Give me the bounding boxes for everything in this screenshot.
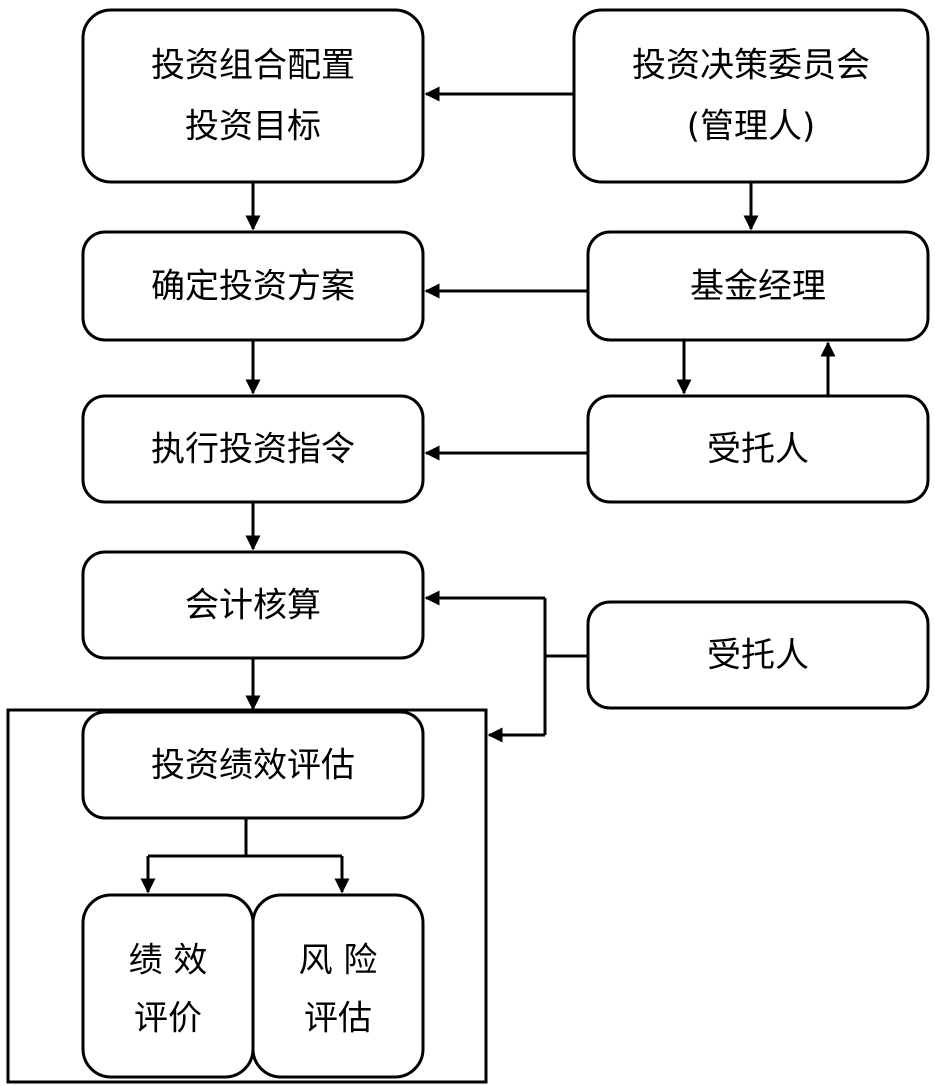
execute-instruction-label: 执行投资指令 bbox=[151, 430, 355, 470]
accounting-box: 会计核算 bbox=[81, 550, 425, 660]
accounting-label: 会计核算 bbox=[185, 586, 321, 626]
execute-instruction-box: 执行投资指令 bbox=[81, 394, 425, 504]
manager-label: (管理人) bbox=[687, 107, 816, 147]
investment-committee-label: 投资决策委员会 bbox=[632, 46, 870, 86]
performance-review-box: 绩 效 评价 bbox=[81, 893, 255, 1079]
trustee-box-2: 受托人 bbox=[586, 600, 930, 710]
investment-plan-label: 确定投资方案 bbox=[151, 267, 355, 307]
risk-assessment-box: 风 险 评估 bbox=[251, 893, 425, 1079]
fund-manager-box: 基金经理 bbox=[586, 230, 930, 342]
portfolio-allocation-box: 投资组合配置 投资目标 bbox=[81, 8, 425, 184]
fund-manager-label: 基金经理 bbox=[690, 267, 826, 307]
performance-review-label-1: 绩 效 bbox=[129, 941, 208, 981]
investment-goal-label: 投资目标 bbox=[185, 107, 321, 147]
performance-evaluation-box: 投资绩效评估 bbox=[81, 710, 425, 820]
performance-review-label-2: 评价 bbox=[134, 999, 202, 1039]
risk-assessment-label-1: 风 险 bbox=[299, 941, 378, 981]
trustee-box-1: 受托人 bbox=[586, 394, 930, 504]
risk-assessment-label-2: 评估 bbox=[304, 999, 372, 1039]
trustee-label-1: 受托人 bbox=[707, 430, 809, 470]
trustee-label-2: 受托人 bbox=[707, 636, 809, 676]
investment-committee-box: 投资决策委员会 (管理人) bbox=[572, 8, 930, 184]
investment-plan-box: 确定投资方案 bbox=[81, 230, 425, 342]
portfolio-allocation-label: 投资组合配置 bbox=[151, 46, 355, 86]
performance-evaluation-label: 投资绩效评估 bbox=[151, 746, 355, 786]
